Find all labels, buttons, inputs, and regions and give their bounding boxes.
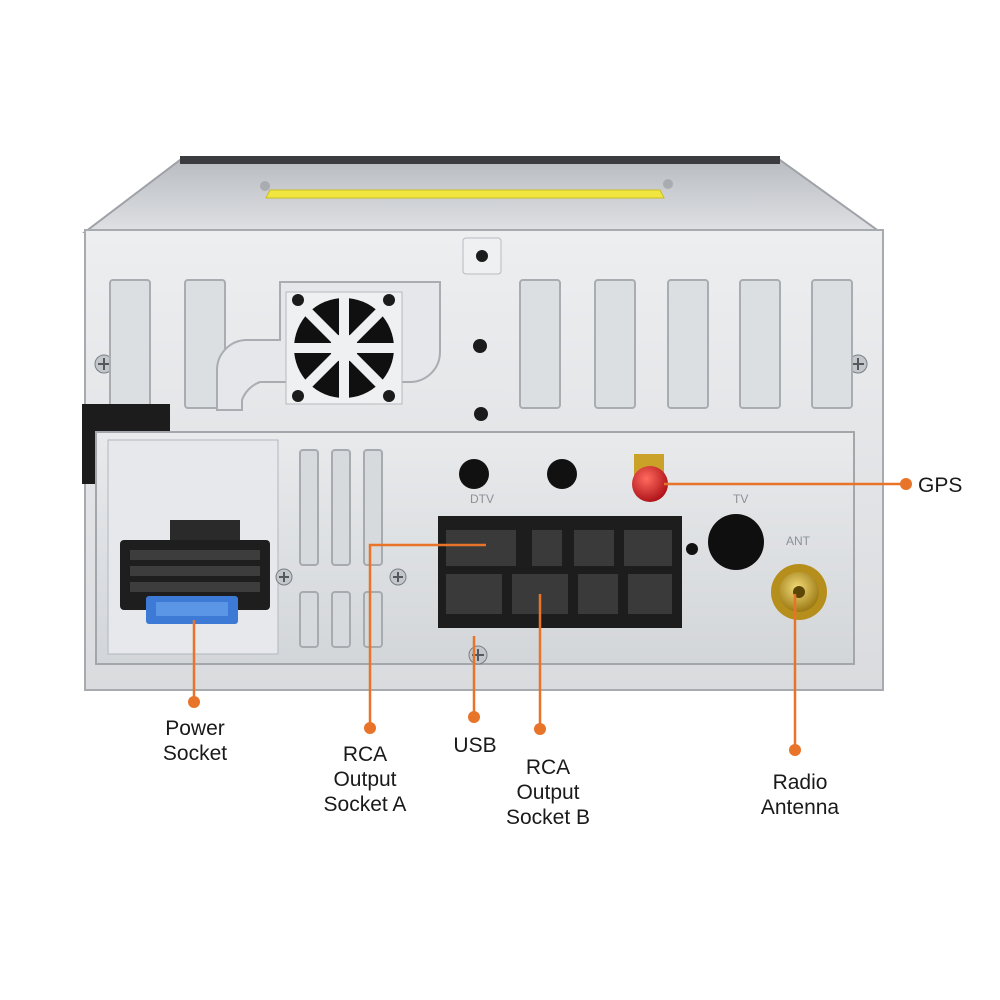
tv-port [708,514,764,570]
callout-power-socket [188,620,200,708]
label-power-socket: Power Socket [130,716,260,766]
mounting-hole [473,339,487,353]
label-line: Socket B [505,806,591,829]
label-rca-output-socket-b: RCA Output Socket B [483,755,613,830]
label-line: Radio [772,771,828,794]
power-socket-connector [120,520,270,624]
callouts [188,478,912,756]
label-strip [265,189,665,199]
label-rca-output-socket-a: RCA Output Socket A [300,742,430,817]
label-line: Power [165,717,225,740]
dtv-marking: DTV [470,492,494,506]
panel-screw [389,568,407,586]
mounting-hole [474,407,488,421]
label-line: Socket [162,742,228,765]
side-screw-right [848,354,868,374]
callout-radio-antenna [789,594,801,756]
vent-slots-right [519,279,853,409]
av-connector-block [438,516,682,628]
ant-marking: ANT [786,534,811,548]
label-line: Antenna [760,796,840,819]
label-line: USB [453,734,497,757]
callout-gps [664,478,912,490]
mounting-hole [547,459,577,489]
label-usb: USB [420,733,530,758]
gps-antenna-connector [632,454,668,502]
mounting-hole [459,459,489,489]
radio-antenna-connector [771,564,827,620]
vent-slots-lower [299,449,383,648]
panel-screw [275,568,293,586]
panel-screw [468,645,488,665]
callout-rca-b [534,594,546,735]
label-line: Output [516,781,580,804]
mounting-hole-top [476,250,488,262]
label-line: Output [333,768,397,791]
label-line: Socket A [323,793,407,816]
label-radio-antenna: Radio Antenna [735,770,865,820]
tv-marking: TV [733,492,748,506]
top-cover [82,156,884,233]
callout-rca-a [364,543,486,734]
label-line: GPS [918,474,963,497]
label-line: RCA [525,756,571,779]
callout-usb [468,636,480,723]
label-line: RCA [342,743,388,766]
label-gps: GPS [918,473,962,498]
cooling-fan [216,281,441,411]
